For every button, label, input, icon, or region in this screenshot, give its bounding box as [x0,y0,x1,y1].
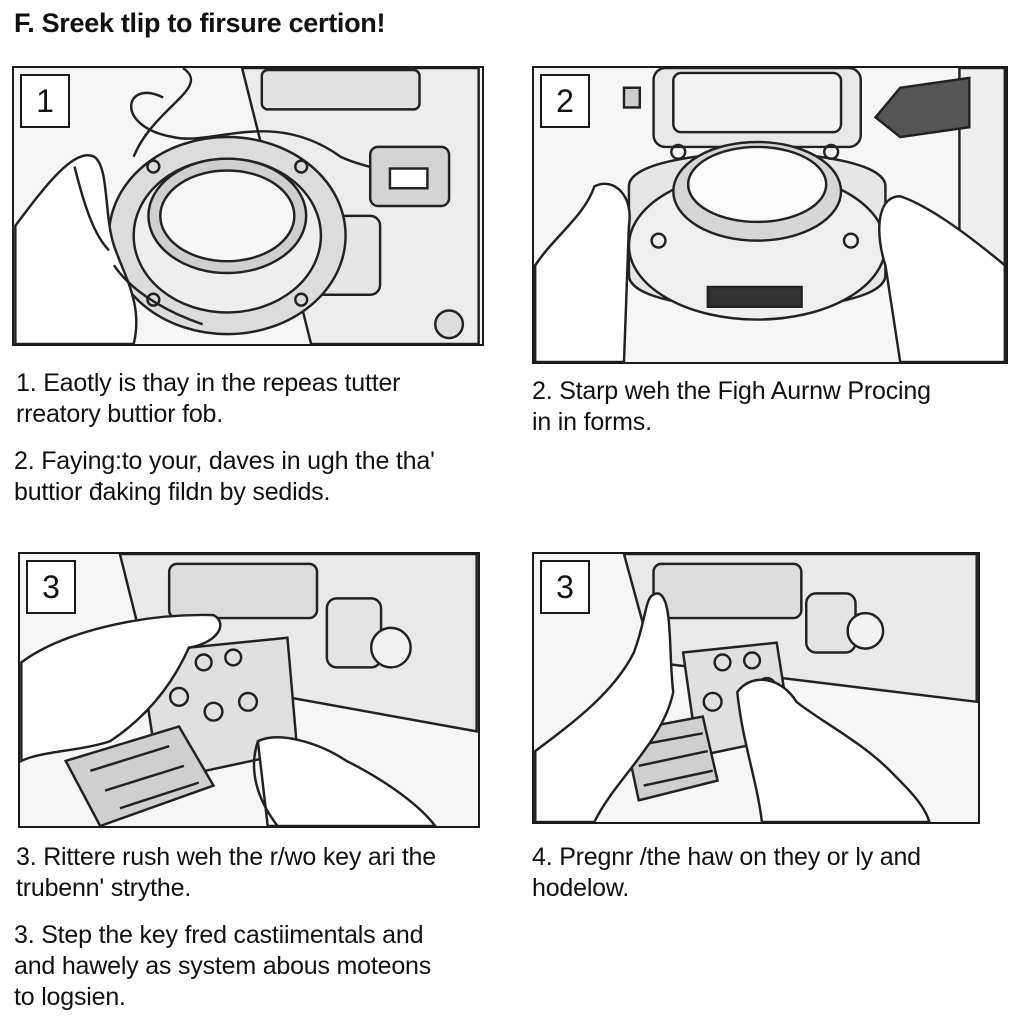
caption-line: 2. Faying:to your, daves in ugh the tha' [14,447,435,475]
caption-line: 4. Pregnr /the haw on they or ly and [532,843,921,871]
caption-line: rreatory buttior fob. [16,400,224,428]
step-1b-caption: 2. Faying:to your, daves in ugh the tha'… [14,446,435,508]
caption-line: trubenn' strythe. [16,874,192,902]
step-1-caption: 1. Eaotly is thay in the repeas tutter r… [16,368,400,430]
step-1-illustration: 1 [12,66,484,346]
step-4-caption: 4. Pregnr /the haw on they or ly and hod… [532,842,921,904]
key-pressing-drawing [534,554,978,822]
step-2-caption: 2. Starp weh the Figh Aurnw Procing in i… [532,376,931,438]
key-programming-drawing [20,554,478,826]
step-number-badge: 3 [540,560,590,614]
step-3-caption: 3. Rittere rush weh the r/wo key ari the… [16,842,436,904]
step-2-illustration: 2 [532,66,1008,364]
page-title: F. Sreek tlip to firsure certion! [14,8,386,38]
caption-line: 2. Starp weh the Figh Aurnw Procing [532,377,931,405]
speaker-removal-drawing [14,68,480,344]
caption-line: in in forms. [532,408,652,436]
speaker-unit-drawing [534,68,1006,362]
step-number-badge: 1 [20,74,70,128]
step-3-illustration: 3 [18,552,480,828]
step-4-illustration: 3 [532,552,980,824]
caption-line: to logsien. [14,983,126,1011]
caption-line: and hawely as system abous moteons [14,952,432,980]
caption-line: hodelow. [532,874,630,902]
step-number-badge: 3 [26,560,76,614]
caption-line: buttior đaking fildn by sedids. [14,478,331,506]
caption-line: 3. Step the key fred castiimentals and [14,921,424,949]
caption-line: 1. Eaotly is thay in the repeas tutter [16,369,401,397]
caption-line: 3. Rittere rush weh the r/wo key ari the [16,843,436,871]
step-3b-caption: 3. Step the key fred castiimentals and a… [14,920,431,1013]
step-number-badge: 2 [540,74,590,128]
